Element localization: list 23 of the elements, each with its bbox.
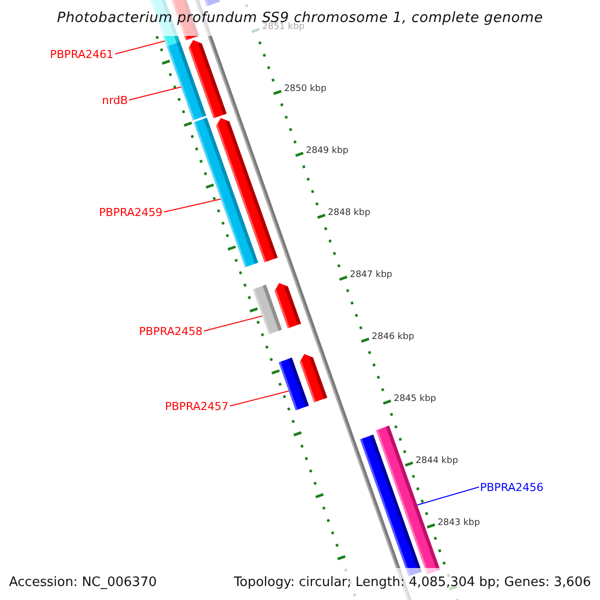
gene-label: PBPRA2459 (99, 206, 163, 218)
leader-line (114, 40, 166, 54)
gene-bar (278, 358, 309, 410)
gene-label: PBPRA2457 (165, 400, 229, 412)
scale-label: 2845 kbp (394, 394, 436, 404)
scale-label: 2847 kbp (350, 270, 392, 280)
gene-bar (194, 118, 258, 268)
scale-label: 2848 kbp (328, 208, 370, 218)
scale-label: 2844 kbp (416, 456, 458, 466)
scale-label: 2849 kbp (306, 147, 348, 156)
accession-text: Accession: NC_006370 (9, 576, 157, 589)
gene-label: PBPRA2461 (50, 48, 114, 60)
gene-bar (252, 284, 282, 334)
leader-line (416, 486, 480, 506)
gene-label: nrdB (102, 94, 128, 106)
scale-label: 2846 kbp (372, 332, 414, 342)
scale-label: 2843 kbp (438, 518, 480, 528)
gene-label: PBPRA2458 (139, 326, 203, 336)
leader-line (204, 316, 263, 332)
gene-bar (166, 42, 206, 120)
scale-label: 2850 kbp (284, 85, 326, 94)
leader-line (164, 198, 222, 212)
gene-label: PBPRA2456 (480, 482, 544, 492)
